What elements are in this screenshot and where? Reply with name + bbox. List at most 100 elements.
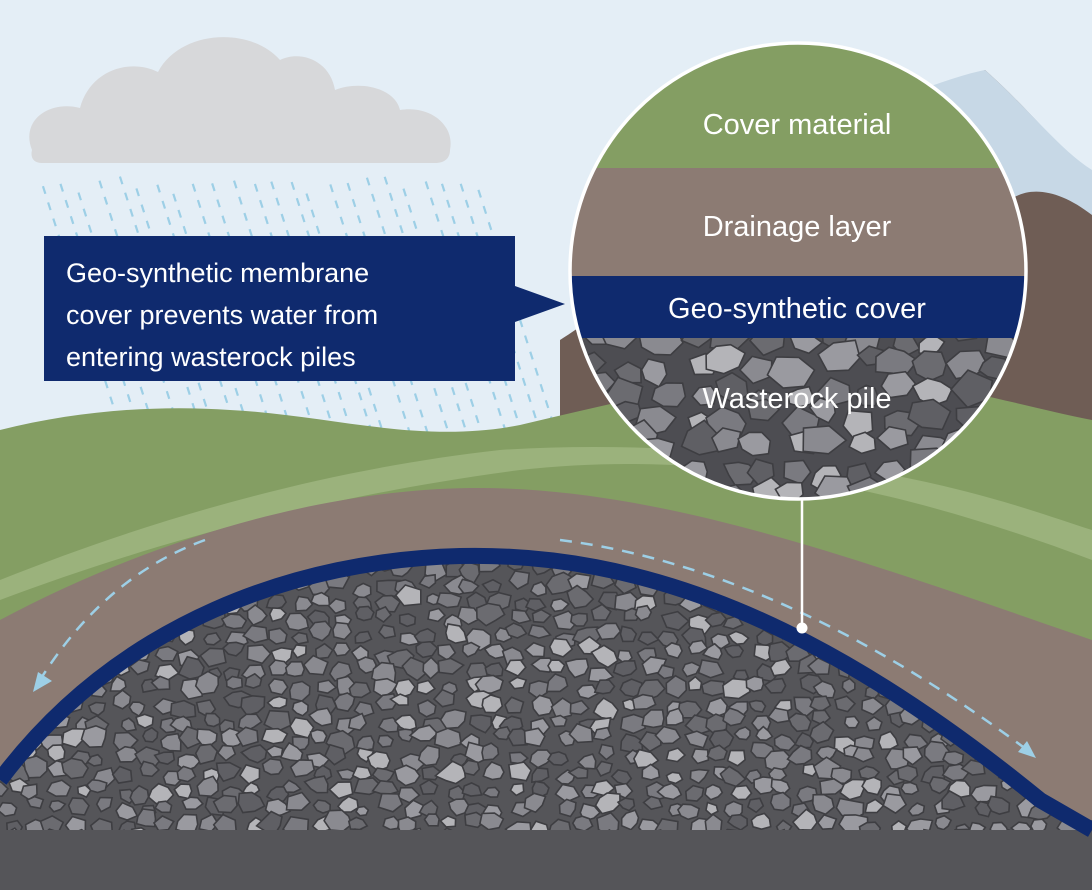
rock xyxy=(492,726,512,741)
rock xyxy=(285,791,312,812)
rock xyxy=(590,603,612,621)
rock xyxy=(634,604,653,622)
rock xyxy=(587,666,615,683)
rock xyxy=(307,707,333,727)
rock xyxy=(237,791,266,814)
ground-foreground xyxy=(0,830,1092,890)
rock xyxy=(722,707,747,727)
rock xyxy=(766,707,791,724)
rock xyxy=(86,778,108,794)
rock xyxy=(142,726,159,743)
rock xyxy=(397,786,421,804)
rock xyxy=(650,382,687,408)
rock xyxy=(787,338,824,355)
rock xyxy=(436,592,463,609)
rock xyxy=(531,608,553,624)
rock xyxy=(235,726,259,748)
rock xyxy=(241,624,269,644)
rock xyxy=(524,597,547,612)
rock xyxy=(289,759,316,778)
rock xyxy=(86,753,103,767)
rock xyxy=(549,714,568,728)
rock xyxy=(656,782,683,801)
rock xyxy=(616,797,636,812)
rock xyxy=(783,459,812,486)
rock xyxy=(120,717,138,733)
rock xyxy=(203,712,221,728)
rock xyxy=(202,632,222,646)
rock xyxy=(461,759,481,776)
callout-pointer xyxy=(515,286,565,322)
rock xyxy=(598,743,615,761)
inset-label-wasterock-pile: Wasterock pile xyxy=(702,383,891,415)
rock xyxy=(291,644,307,659)
rock xyxy=(875,425,909,451)
rock xyxy=(687,639,709,655)
rock xyxy=(332,621,353,641)
rock xyxy=(701,642,723,661)
rock xyxy=(817,339,861,373)
rock xyxy=(642,795,664,811)
rock xyxy=(354,630,373,644)
rock xyxy=(663,641,683,660)
rock xyxy=(194,743,219,765)
rock xyxy=(382,815,400,831)
rock xyxy=(590,644,619,669)
rock xyxy=(855,384,879,407)
rock xyxy=(593,679,616,695)
rock xyxy=(697,659,725,679)
inset-layer-drainage xyxy=(570,168,1026,276)
rock xyxy=(567,572,592,591)
rock xyxy=(750,714,772,732)
rock xyxy=(619,713,646,735)
rock xyxy=(393,764,421,787)
rock xyxy=(408,724,439,742)
rock xyxy=(225,675,244,690)
rock xyxy=(576,753,597,770)
rock xyxy=(268,607,288,623)
rock xyxy=(708,729,735,752)
rock xyxy=(733,726,751,741)
rock xyxy=(194,670,220,696)
rock xyxy=(787,385,814,408)
rock xyxy=(112,689,132,710)
rock xyxy=(547,659,566,673)
rock xyxy=(928,776,952,795)
rock xyxy=(852,746,875,763)
rock xyxy=(479,812,505,831)
rock xyxy=(154,800,173,814)
rock xyxy=(529,581,547,598)
rock xyxy=(808,396,837,424)
rock xyxy=(812,680,836,699)
rock xyxy=(546,751,570,767)
rock xyxy=(819,778,847,796)
rock xyxy=(176,765,197,783)
rock xyxy=(60,757,90,780)
rock xyxy=(619,625,638,643)
rock xyxy=(612,659,638,677)
rock xyxy=(691,385,718,407)
rock xyxy=(147,782,175,805)
rock xyxy=(684,784,705,802)
rock xyxy=(592,726,613,741)
rock xyxy=(787,712,812,733)
rock xyxy=(680,338,712,349)
rock xyxy=(610,769,633,786)
rock xyxy=(416,679,437,696)
rock xyxy=(523,727,546,748)
rock xyxy=(423,813,440,827)
rock xyxy=(637,631,660,646)
rain-cloud xyxy=(29,37,451,164)
rock xyxy=(746,398,781,422)
rock xyxy=(324,743,347,766)
rock xyxy=(567,766,589,780)
rock xyxy=(748,699,767,713)
rock xyxy=(354,605,375,622)
rock xyxy=(511,609,532,625)
rock xyxy=(705,343,747,375)
rock xyxy=(706,744,728,762)
rock xyxy=(683,730,710,749)
rock xyxy=(128,658,151,676)
rock xyxy=(769,658,793,677)
rock xyxy=(941,789,966,811)
